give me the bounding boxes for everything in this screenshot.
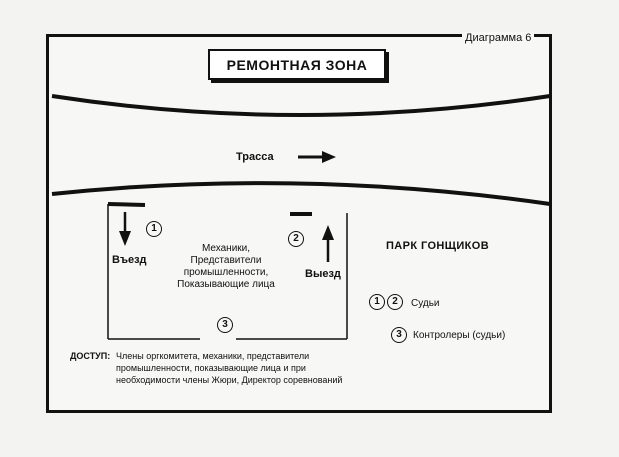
arrow-down-icon bbox=[119, 212, 131, 246]
paddock-label: ПАРК ГОНЩИКОВ bbox=[386, 240, 490, 252]
arrow-up-icon bbox=[322, 225, 334, 262]
legend-marker-2: 2 bbox=[387, 294, 403, 310]
arrow-right-icon bbox=[298, 151, 336, 163]
legend-judges: Судьи bbox=[411, 298, 440, 309]
diagram-caption: Диаграмма 6 bbox=[462, 32, 535, 44]
diagram-frame bbox=[46, 34, 552, 413]
track-label: Трасса bbox=[236, 151, 274, 163]
marker-2: 2 bbox=[288, 231, 304, 247]
legend-marker-3: 3 bbox=[391, 327, 407, 343]
access-text: Члены оргкомитета, механики, представите… bbox=[116, 351, 343, 385]
track-lower-edge bbox=[51, 181, 551, 206]
pit-lane-entry-line bbox=[107, 202, 146, 207]
legend-marker-1: 1 bbox=[369, 294, 385, 310]
entry-label: Въезд bbox=[112, 254, 147, 266]
exit-label: Выезд bbox=[305, 268, 341, 280]
track-upper-edge bbox=[51, 94, 551, 117]
marker-1: 1 bbox=[146, 221, 162, 237]
zone-people-text: Механики, Представители промышленности, … bbox=[177, 243, 275, 290]
legend-controllers: Контролеры (судьи) bbox=[413, 330, 506, 341]
access-label: ДОСТУП: bbox=[70, 351, 111, 361]
marker-3: 3 bbox=[217, 317, 233, 333]
diagram-title: РЕМОНТНАЯ ЗОНА bbox=[208, 49, 386, 80]
